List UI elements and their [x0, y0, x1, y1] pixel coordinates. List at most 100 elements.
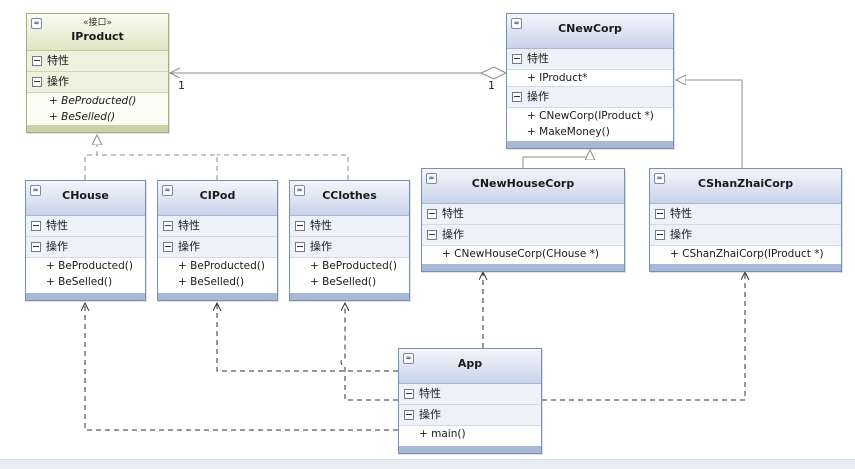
- class-name: CHouse: [62, 189, 109, 202]
- minus-toggle-icon[interactable]: [32, 56, 42, 66]
- minus-toggle-icon[interactable]: [404, 410, 414, 420]
- operations-section[interactable]: 操作: [399, 405, 541, 426]
- operations-label: 操作: [419, 408, 441, 421]
- collapse-icon[interactable]: ≈: [31, 18, 42, 29]
- class-footer: [158, 293, 277, 300]
- collapse-icon[interactable]: ≈: [403, 353, 414, 364]
- class-name: IProduct: [71, 30, 124, 43]
- multiplicity-cnewcorp-end: 1: [488, 79, 495, 92]
- operation-item: + BeProducted(): [26, 258, 145, 274]
- properties-label: 特性: [47, 54, 69, 67]
- operation-item: + main(): [399, 426, 541, 442]
- collapse-icon[interactable]: ≈: [30, 185, 41, 196]
- operation-item: + BeSelled(): [158, 274, 277, 290]
- properties-section[interactable]: 特性: [158, 216, 277, 237]
- class-name: CClothes: [322, 189, 377, 202]
- class-header[interactable]: ≈ CShanZhaiCorp: [650, 169, 841, 204]
- class-app[interactable]: ≈ App 特性 操作 + main(): [398, 348, 542, 454]
- stereotype-label: «接口»: [82, 18, 112, 28]
- collapse-icon[interactable]: ≈: [162, 185, 173, 196]
- class-footer: [507, 141, 673, 148]
- class-header[interactable]: ≈ CNewCorp: [507, 14, 673, 49]
- operation-item: + BeSelled(): [26, 274, 145, 290]
- class-chouse[interactable]: ≈ CHouse 特性 操作 + BeProducted() + BeSelle…: [25, 180, 146, 301]
- properties-section[interactable]: 特性: [27, 51, 168, 72]
- properties-label: 特性: [178, 219, 200, 232]
- operations-label: 操作: [442, 228, 464, 241]
- minus-toggle-icon[interactable]: [31, 221, 41, 231]
- generalization-cshanzhaicorp-cnewcorp: [676, 80, 743, 168]
- minus-toggle-icon[interactable]: [404, 389, 414, 399]
- dependency-app-cclothes: [340, 303, 398, 401]
- operation-item: + BeProducted(): [27, 93, 168, 109]
- class-header[interactable]: ≈ CNewHouseCorp: [422, 169, 624, 204]
- minus-toggle-icon[interactable]: [163, 221, 173, 231]
- minus-toggle-icon[interactable]: [32, 77, 42, 87]
- class-footer: [399, 446, 541, 453]
- collapse-icon[interactable]: ≈: [294, 185, 305, 196]
- collapse-icon[interactable]: ≈: [511, 18, 522, 29]
- class-header[interactable]: ≈ CClothes: [290, 181, 409, 216]
- minus-toggle-icon[interactable]: [655, 230, 665, 240]
- realization-cclothes-iproduct: [217, 154, 349, 180]
- realization-chouse-iproduct: [84, 135, 97, 180]
- class-header[interactable]: ≈ «接口» IProduct: [27, 14, 168, 51]
- operations-section[interactable]: 操作: [507, 87, 673, 108]
- canvas-bottom-strip: [0, 459, 855, 469]
- operations-label: 操作: [527, 90, 549, 103]
- properties-section[interactable]: 特性: [26, 216, 145, 237]
- class-footer: [422, 264, 624, 271]
- operations-section[interactable]: 操作: [27, 72, 168, 93]
- class-iproduct[interactable]: ≈ «接口» IProduct 特性 操作 + BeProducted() + …: [26, 13, 169, 133]
- class-cnewcorp[interactable]: ≈ CNewCorp 特性 + IProduct* 操作 + CNewCorp(…: [506, 13, 674, 149]
- operation-item: + BeSelled(): [27, 109, 168, 125]
- class-name: App: [457, 357, 483, 370]
- minus-toggle-icon[interactable]: [295, 221, 305, 231]
- minus-toggle-icon[interactable]: [163, 242, 173, 252]
- properties-section[interactable]: 特性: [399, 384, 541, 405]
- properties-section[interactable]: 特性: [507, 49, 673, 70]
- properties-label: 特性: [527, 52, 549, 65]
- multiplicity-iproduct-end: 1: [178, 79, 185, 92]
- operations-section[interactable]: 操作: [26, 237, 145, 258]
- minus-toggle-icon[interactable]: [427, 209, 437, 219]
- class-cnewhousecorp[interactable]: ≈ CNewHouseCorp 特性 操作 + CNewHouseCorp(CH…: [421, 168, 625, 272]
- minus-toggle-icon[interactable]: [295, 242, 305, 252]
- collapse-icon[interactable]: ≈: [426, 173, 437, 184]
- operations-section[interactable]: 操作: [158, 237, 277, 258]
- collapse-icon[interactable]: ≈: [654, 173, 665, 184]
- operation-item: + BeProducted(): [290, 258, 409, 274]
- minus-toggle-icon[interactable]: [512, 54, 522, 64]
- properties-label: 特性: [310, 219, 332, 232]
- aggregation-diamond: [479, 66, 508, 80]
- class-header[interactable]: ≈ CIPod: [158, 181, 277, 216]
- generalization-cnewhousecorp-cnewcorp: [522, 150, 590, 168]
- operations-section[interactable]: 操作: [422, 225, 624, 246]
- operations-label: 操作: [178, 240, 200, 253]
- minus-toggle-icon[interactable]: [427, 230, 437, 240]
- attribute-item: + IProduct*: [507, 70, 673, 87]
- dependency-app-cshanzhaicorp: [542, 272, 745, 401]
- properties-section[interactable]: 特性: [290, 216, 409, 237]
- operations-section[interactable]: 操作: [650, 225, 841, 246]
- properties-section[interactable]: 特性: [422, 204, 624, 225]
- class-cipod[interactable]: ≈ CIPod 特性 操作 + BeProducted() + BeSelled…: [157, 180, 278, 301]
- class-name: CNewHouseCorp: [471, 177, 575, 190]
- class-header[interactable]: ≈ CHouse: [26, 181, 145, 216]
- class-cclothes[interactable]: ≈ CClothes 特性 操作 + BeProducted() + BeSel…: [289, 180, 410, 301]
- minus-toggle-icon[interactable]: [512, 92, 522, 102]
- class-header[interactable]: ≈ App: [399, 349, 541, 384]
- dependency-app-chouse: [85, 303, 398, 431]
- operation-item: + BeSelled(): [290, 274, 409, 290]
- properties-label: 特性: [419, 387, 441, 400]
- class-cshanzhaicorp[interactable]: ≈ CShanZhaiCorp 特性 操作 + CShanZhaiCorp(IP…: [649, 168, 842, 272]
- minus-toggle-icon[interactable]: [31, 242, 41, 252]
- minus-toggle-icon[interactable]: [655, 209, 665, 219]
- operations-label: 操作: [310, 240, 332, 253]
- operations-section[interactable]: 操作: [290, 237, 409, 258]
- operation-item: + BeProducted(): [158, 258, 277, 274]
- properties-section[interactable]: 特性: [650, 204, 841, 225]
- class-name: CNewCorp: [558, 22, 622, 35]
- properties-label: 特性: [670, 207, 692, 220]
